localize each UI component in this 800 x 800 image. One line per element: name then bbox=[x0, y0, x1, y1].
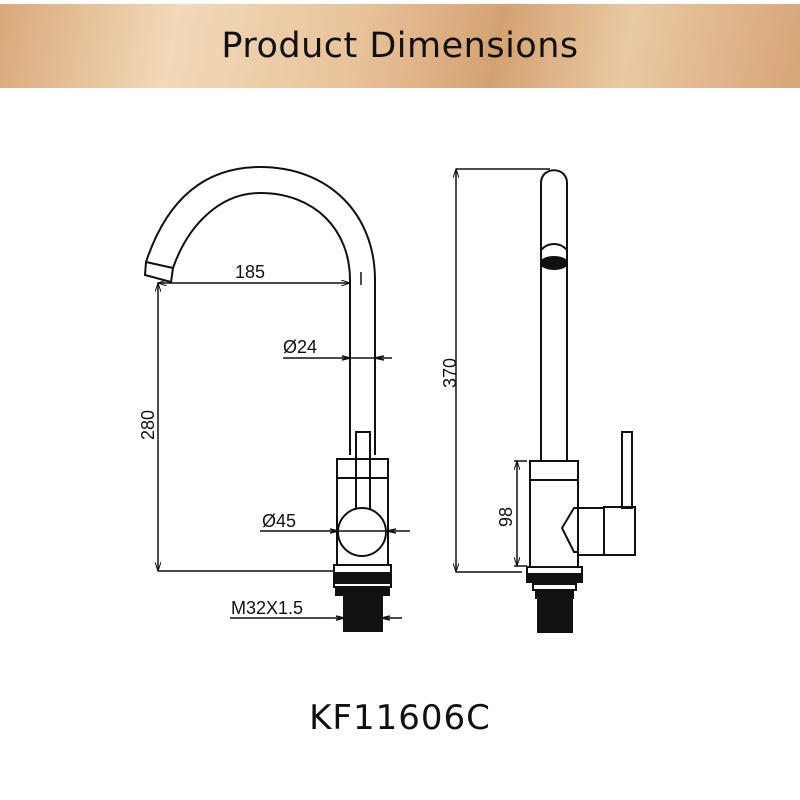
dim-body-height: 98 bbox=[496, 507, 516, 527]
dim-spout-reach: 185 bbox=[235, 262, 265, 282]
dim-thread: M32X1.5 bbox=[231, 598, 303, 618]
front-view bbox=[143, 165, 392, 632]
dim-total-height: 370 bbox=[440, 358, 460, 388]
dim-spout-height: 280 bbox=[138, 410, 158, 440]
side-view bbox=[526, 169, 636, 633]
side-dimension-lines bbox=[456, 169, 550, 572]
front-dimension-lines bbox=[158, 272, 410, 621]
dim-spout-diameter: Ø24 bbox=[283, 337, 317, 357]
dim-body-diameter: Ø45 bbox=[262, 511, 296, 531]
model-number: KF11606C bbox=[309, 698, 491, 738]
header-banner: Product Dimensions bbox=[0, 4, 800, 88]
page-title: Product Dimensions bbox=[221, 26, 579, 66]
